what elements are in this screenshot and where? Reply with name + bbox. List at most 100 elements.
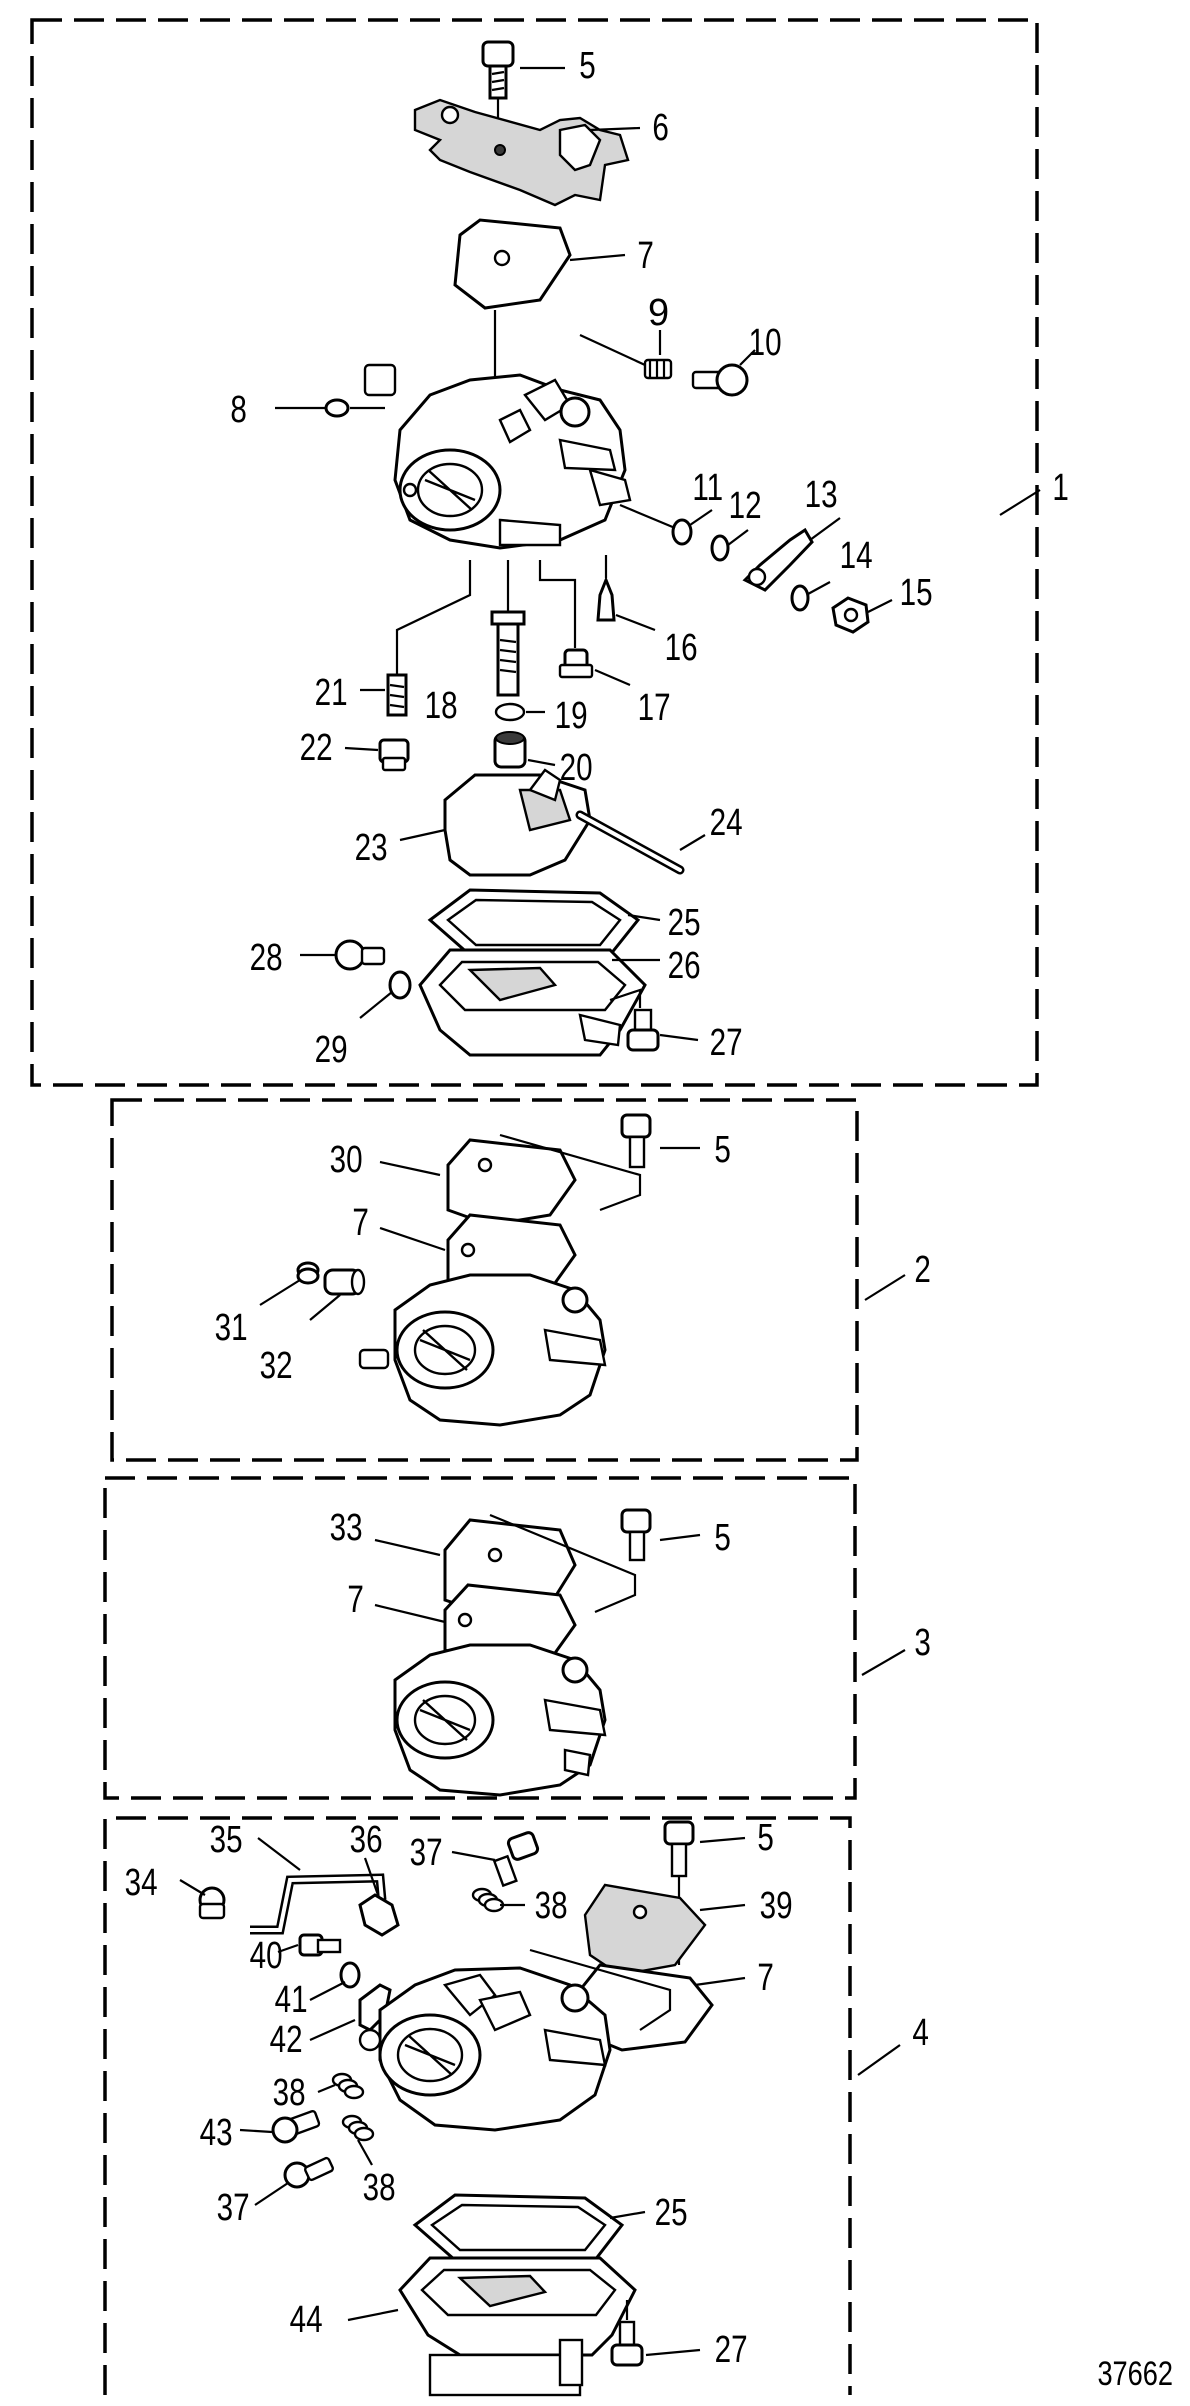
callout-17: 17 (638, 687, 671, 729)
callout-32: 32 (260, 1345, 293, 1387)
float-pin-icon (575, 810, 685, 875)
callout-7: 7 (347, 1579, 363, 1621)
callout-26: 26 (668, 945, 701, 987)
callout-34: 34 (125, 1862, 158, 1904)
callout-42: 42 (270, 2019, 303, 2061)
callout-22: 22 (300, 727, 333, 769)
callout-29: 29 (315, 1029, 348, 1071)
screw-icon (198, 1886, 226, 1920)
bracket-plate-icon (413, 98, 630, 207)
callout-7: 7 (352, 1202, 368, 1244)
screw-icon (620, 1508, 652, 1562)
callout-4: 4 (912, 2012, 928, 2054)
callout-5: 5 (579, 45, 595, 87)
nut-icon (831, 596, 870, 634)
callout-2: 2 (914, 1249, 930, 1291)
callout-33: 33 (330, 1507, 363, 1549)
float-bowl-icon (418, 948, 647, 1057)
spring-icon (341, 2114, 375, 2142)
callout-11: 11 (692, 467, 723, 509)
screw-icon (481, 40, 515, 100)
screw-icon (663, 1820, 695, 1878)
throttle-lever-icon (742, 527, 814, 592)
float-bowl-icon (398, 2256, 637, 2397)
carburetor-icon (358, 1273, 607, 1427)
pilot-jet-icon (386, 673, 408, 717)
callout-9: 9 (648, 292, 669, 334)
callout-18: 18 (425, 685, 458, 727)
callout-24: 24 (710, 802, 743, 844)
callout-28: 28 (250, 937, 283, 979)
main-jet-icon (493, 731, 527, 769)
callout-16: 16 (665, 627, 698, 669)
callout-20: 20 (560, 747, 593, 789)
callout-44: 44 (290, 2299, 323, 2341)
reference-number: 37662 (1097, 2354, 1173, 2393)
callout-38: 38 (273, 2072, 306, 2114)
washer-icon (388, 970, 412, 1000)
gasket-icon (583, 1883, 707, 1977)
idle-screw-spring-icon (643, 358, 673, 380)
gasket-icon (412, 2193, 625, 2262)
callout-27: 27 (710, 1022, 743, 1064)
callout-35: 35 (210, 1819, 243, 1861)
screw-icon (271, 2109, 321, 2144)
callout-12: 12 (729, 485, 762, 527)
washer-icon (671, 518, 693, 546)
group-box-2 (110, 1098, 859, 1462)
callout-15: 15 (900, 572, 933, 614)
callout-31: 31 (215, 1307, 248, 1349)
callout-37: 37 (410, 1832, 443, 1874)
screw-icon (626, 1008, 660, 1052)
screw-icon (283, 2156, 334, 2189)
callout-27: 27 (715, 2329, 748, 2371)
gasket-icon (453, 218, 572, 310)
spring-icon (296, 1261, 320, 1285)
o-ring-icon (494, 702, 526, 722)
callout-1: 1 (1052, 467, 1068, 509)
group-box-4 (103, 1816, 852, 2395)
washer-icon (339, 1961, 361, 1989)
callout-7: 7 (637, 235, 653, 277)
callout-19: 19 (555, 695, 588, 737)
callout-5: 5 (714, 1517, 730, 1559)
callout-5: 5 (714, 1129, 730, 1171)
callout-7: 7 (757, 1957, 773, 1999)
drain-screw-icon (334, 939, 386, 971)
callout-30: 30 (330, 1139, 363, 1181)
washer-icon (790, 584, 810, 612)
callout-3: 3 (914, 1622, 930, 1664)
screw-icon (298, 1933, 342, 1957)
callout-5: 5 (757, 1817, 773, 1859)
plug-icon (378, 738, 410, 772)
callout-38: 38 (535, 1885, 568, 1927)
callout-10: 10 (749, 322, 782, 364)
carburetor-icon (358, 1966, 612, 2132)
callout-38: 38 (363, 2167, 396, 2209)
plug-icon (323, 1268, 366, 1296)
callout-13: 13 (805, 474, 838, 516)
callout-37: 37 (217, 2187, 250, 2229)
washer-icon (710, 534, 730, 562)
carburetor-icon (393, 1643, 607, 1797)
callout-36: 36 (350, 1819, 383, 1861)
screw-icon (620, 1113, 652, 1169)
connector-icon (358, 1893, 400, 1937)
callout-8: 8 (230, 389, 246, 431)
spring-icon (331, 2072, 365, 2100)
callout-40: 40 (250, 1935, 283, 1977)
group-box-1 (30, 18, 1039, 1087)
callout-41: 41 (275, 1979, 308, 2021)
callout-labels: 5 6 7 8 9 10 11 12 13 14 15 1 16 17 18 1… (125, 45, 1173, 2393)
float-icon (443, 768, 592, 877)
callout-39: 39 (760, 1885, 793, 1927)
callout-14: 14 (840, 535, 873, 577)
float-needle-icon (596, 575, 616, 622)
callout-23: 23 (355, 827, 388, 869)
screw-icon (691, 363, 749, 397)
callout-21: 21 (315, 672, 348, 714)
callout-25: 25 (655, 2192, 688, 2234)
carburetor-icon (363, 363, 632, 550)
screw-icon (492, 1831, 540, 1888)
